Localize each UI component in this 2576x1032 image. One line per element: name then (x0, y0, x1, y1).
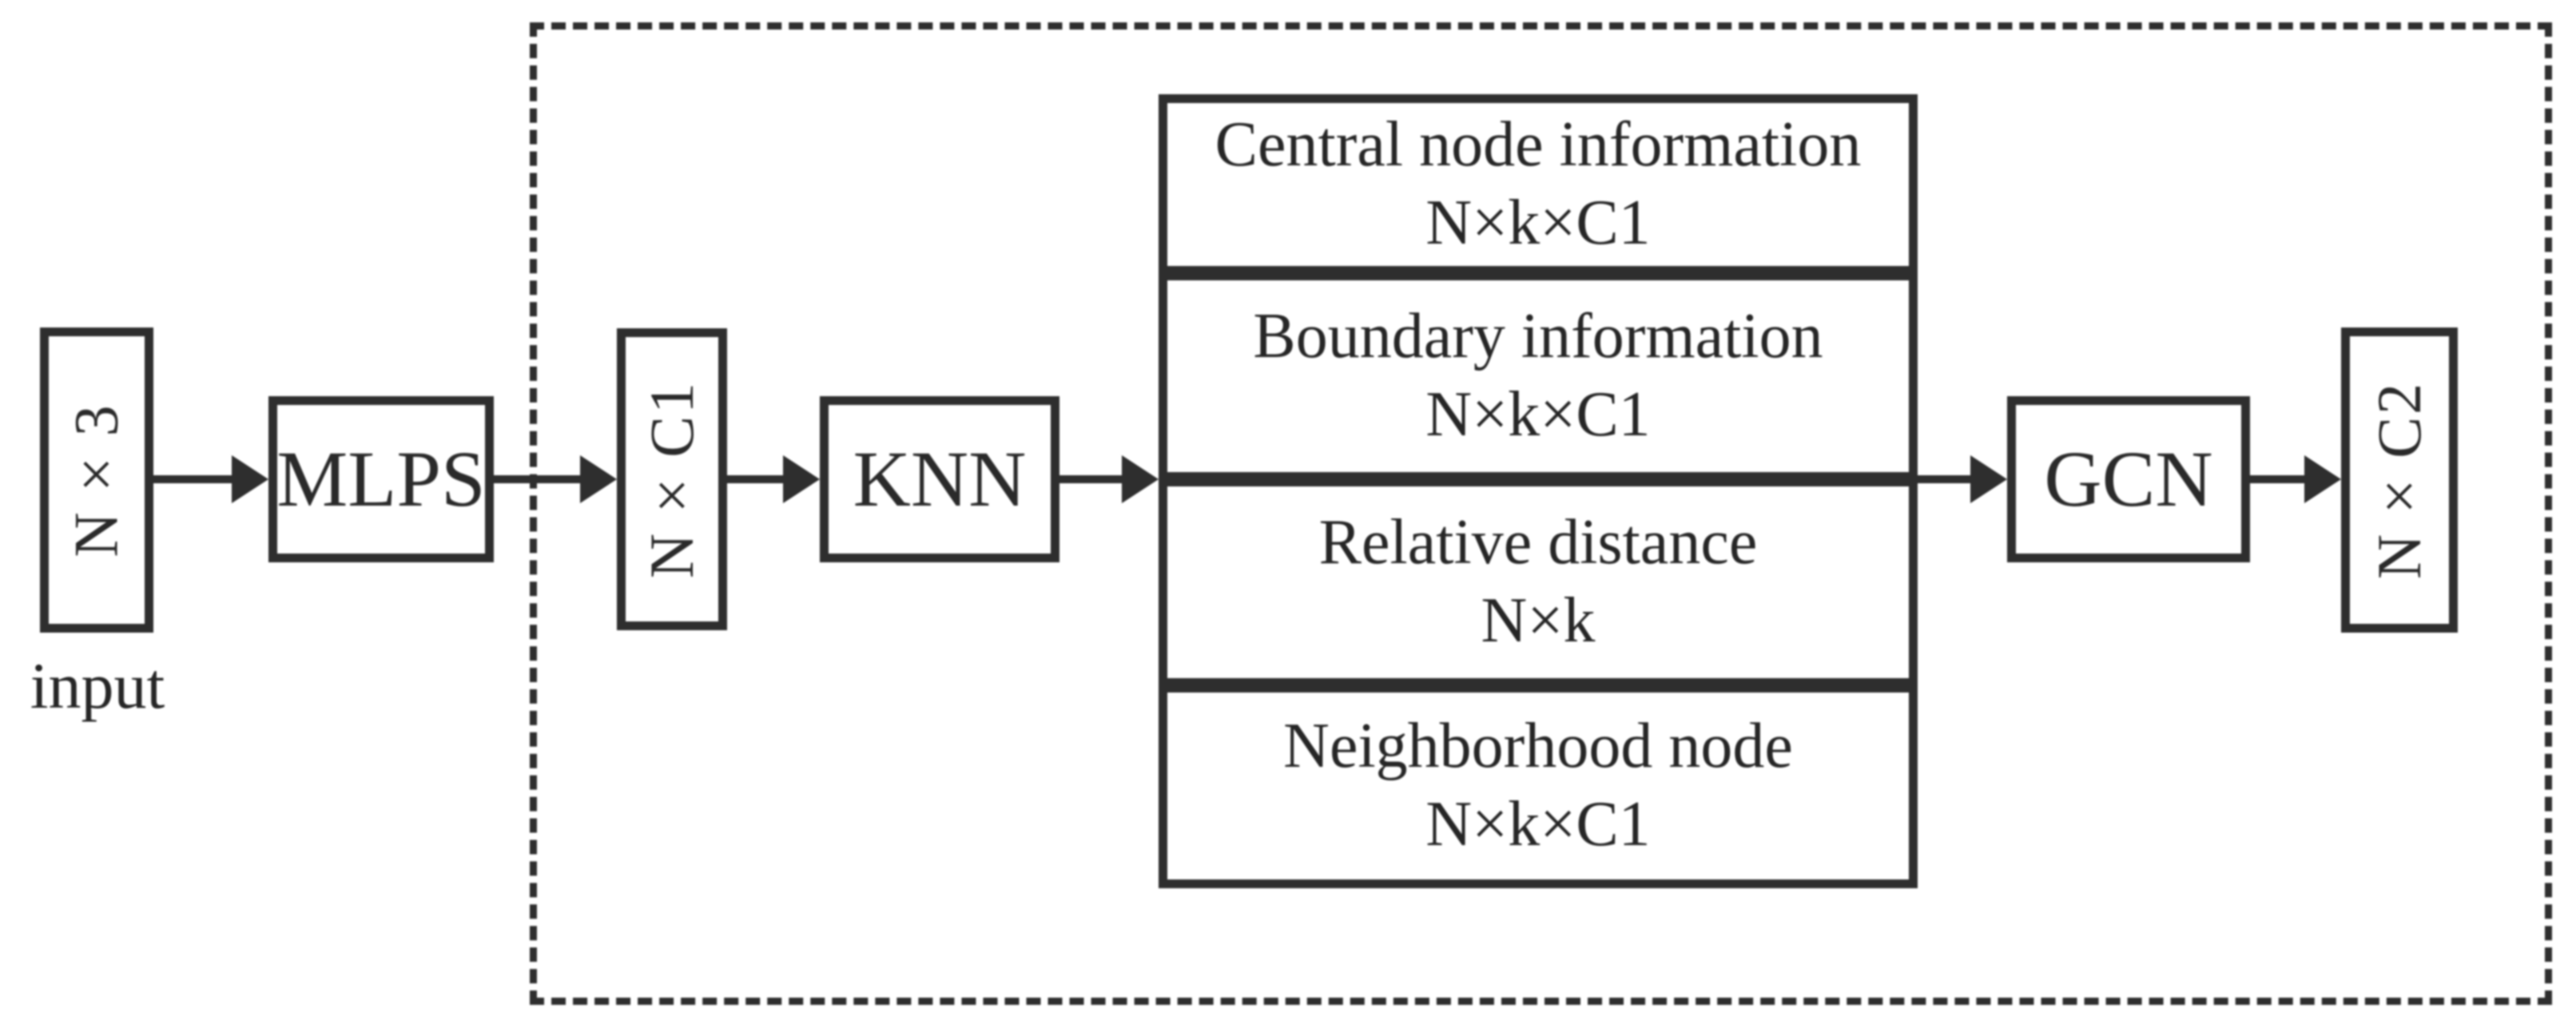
output-tensor-label: N × C2 (2364, 380, 2434, 580)
arrowhead-icon (580, 455, 617, 503)
flow-arrow-gcn-to-output (2250, 455, 2341, 503)
knn-label: KNN (853, 435, 1027, 523)
flow-arrow-knn-to-stack (1059, 455, 1159, 503)
stack-divider (1167, 472, 1909, 486)
stack-section-title: Neighborhood node (1283, 711, 1793, 782)
output-tensor-box: N × C2 (2341, 327, 2458, 633)
mlps-label: MLPS (276, 435, 486, 523)
stack-section-title: Central node information (1214, 109, 1862, 181)
gcn-label: GCN (2044, 435, 2213, 523)
stack-section-neighborhood-node: Neighborhood node N×k×C1 (1167, 693, 1909, 879)
hidden-tensor-label: N × C1 (637, 379, 706, 579)
stack-section-title: Relative distance (1318, 507, 1758, 578)
gcn-box: GCN (2007, 396, 2250, 562)
stack-section-dims: N×k×C1 (1425, 379, 1651, 450)
arrow-shaft (727, 475, 788, 483)
arrow-shaft (1059, 475, 1127, 483)
arrowhead-icon (1122, 455, 1159, 503)
arrowhead-icon (783, 455, 820, 503)
stack-section-boundary: Boundary information N×k×C1 (1167, 280, 1909, 472)
stack-section-central-node: Central node information N×k×C1 (1167, 103, 1909, 266)
module-dashed-border (530, 22, 2552, 1005)
arrowhead-icon (232, 455, 268, 503)
feature-stack-box: Central node information N×k×C1 Boundary… (1159, 94, 1918, 888)
stack-section-dims: N×k×C1 (1425, 789, 1651, 859)
arrowhead-icon (1970, 455, 2007, 503)
flow-arrow-mlps-to-hidden (494, 455, 617, 503)
stack-divider (1167, 678, 1909, 693)
arrowhead-icon (2304, 455, 2341, 503)
input-tensor-label: N × 3 (62, 403, 132, 558)
mlps-box: MLPS (268, 396, 494, 562)
flow-arrow-input-to-mlps (153, 455, 268, 503)
arrow-shaft (2250, 475, 2309, 483)
knn-box: KNN (820, 396, 1059, 562)
hidden-tensor-box: N × C1 (617, 328, 727, 630)
arrow-shaft (494, 475, 585, 483)
stack-section-relative-distance: Relative distance N×k (1167, 486, 1909, 678)
stack-section-title: Boundary information (1253, 301, 1823, 372)
input-caption: input (30, 649, 165, 722)
flow-arrow-hidden-to-knn (727, 455, 820, 503)
input-tensor-box: N × 3 (40, 327, 153, 633)
arrow-shaft (153, 475, 237, 483)
stack-section-dims: N×k×C1 (1425, 188, 1651, 258)
arrow-shaft (1918, 475, 1975, 483)
stack-divider (1167, 266, 1909, 280)
stack-section-dims: N×k (1481, 585, 1596, 656)
flow-arrow-stack-to-gcn (1918, 455, 2007, 503)
